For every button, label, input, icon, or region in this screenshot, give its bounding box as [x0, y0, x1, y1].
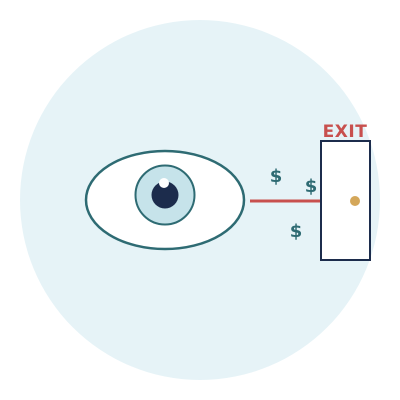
eye-highlight	[159, 178, 169, 188]
eye-icon	[84, 149, 246, 251]
door-frame	[320, 140, 371, 261]
dollar-sign-1: $	[270, 166, 283, 187]
door-knob-icon	[350, 196, 360, 206]
door-icon	[320, 140, 371, 261]
dollar-sign-2: $	[305, 176, 318, 197]
exit-sign: EXIT	[323, 122, 368, 142]
eye-pupil	[151, 181, 179, 209]
dollar-sign-3: $	[290, 221, 303, 242]
